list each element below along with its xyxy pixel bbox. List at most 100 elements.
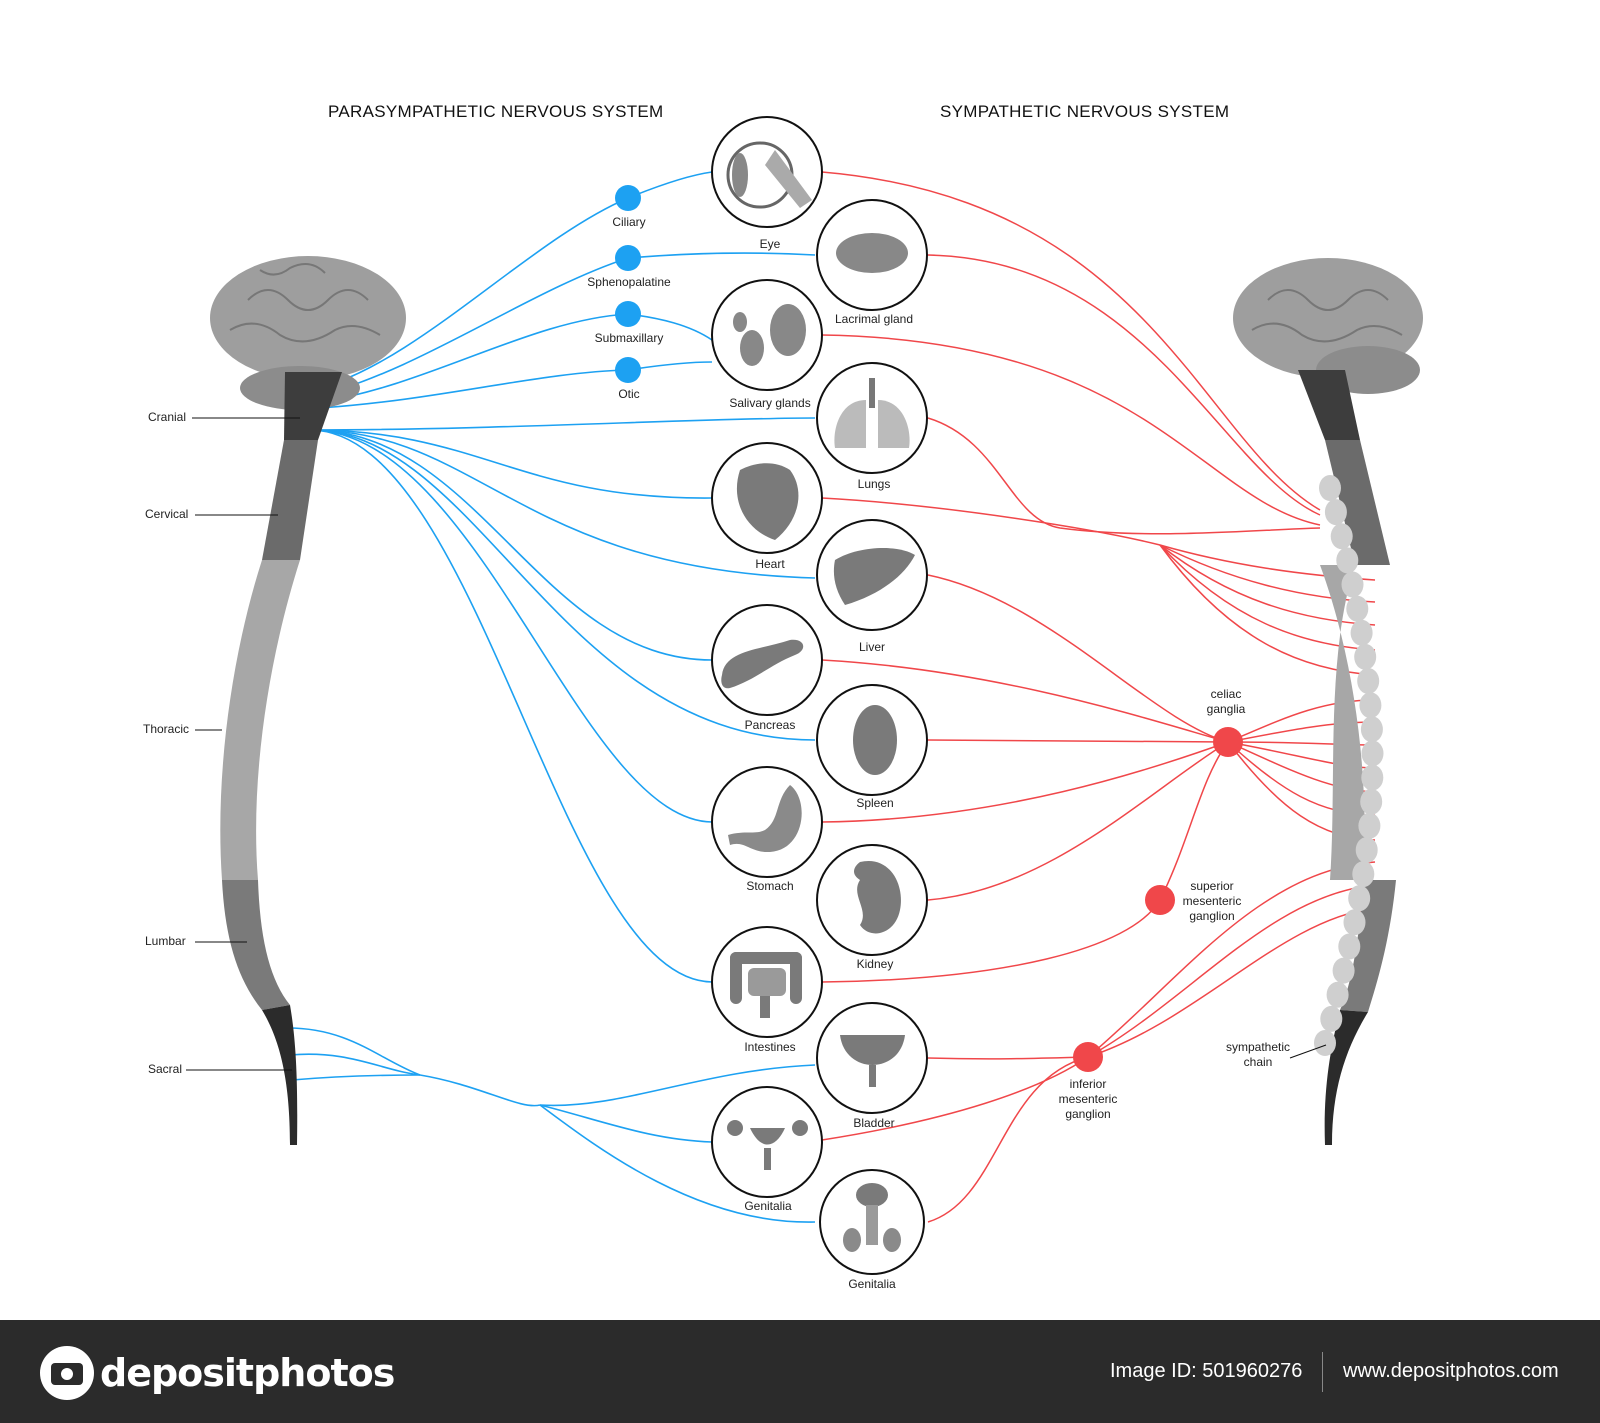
site-url[interactable]: www.depositphotos.com bbox=[1343, 1360, 1559, 1382]
chain-ganglion bbox=[1348, 885, 1371, 912]
sympathetic-ganglia: celiac ganglia superior mesenteric gangl… bbox=[1059, 687, 1246, 1121]
region-label-lumbar: Lumbar bbox=[145, 934, 186, 948]
chain-ganglion bbox=[1357, 668, 1380, 694]
chain-ganglion bbox=[1319, 475, 1341, 501]
parasympathetic-nerves bbox=[287, 171, 816, 1223]
image-id: Image ID: 501960276 bbox=[1110, 1360, 1303, 1382]
superior-mesenteric-label-line-1: superior bbox=[1190, 879, 1233, 893]
left-spinal-cord bbox=[220, 372, 342, 1145]
chain-ganglion bbox=[1360, 716, 1383, 743]
celiac-label-line-1: celiac bbox=[1211, 687, 1242, 701]
camera-icon bbox=[40, 1346, 94, 1400]
chain-ganglion bbox=[1346, 595, 1369, 622]
footer-bar: depositphotos Image ID: 501960276 www.de… bbox=[0, 1320, 1600, 1423]
organ-intestines: Intestines bbox=[711, 926, 823, 1054]
uterus-icon bbox=[750, 1128, 785, 1145]
organs: Eye Lacrimal gland Salivary glands bbox=[711, 116, 928, 1291]
organ-kidney: Kidney bbox=[816, 844, 928, 971]
organ-label-stomach: Stomach bbox=[746, 879, 793, 893]
organ-label-intestines: Intestines bbox=[744, 1040, 795, 1054]
organ-label-kidney: Kidney bbox=[857, 957, 894, 971]
lacrimal-gland-icon bbox=[836, 233, 908, 273]
ganglion-label-submaxillary: Submaxillary bbox=[595, 331, 664, 345]
organ-label-liver: Liver bbox=[859, 640, 885, 654]
inferior-mesenteric-label-line-3: ganglion bbox=[1065, 1107, 1110, 1121]
chain-ganglion bbox=[1350, 619, 1373, 646]
bladder-icon bbox=[840, 1035, 905, 1065]
salivary-glands-icon bbox=[733, 304, 806, 366]
chain-ganglion bbox=[1341, 571, 1364, 598]
chain-ganglion bbox=[1354, 643, 1377, 670]
celiac-ganglia-node bbox=[1213, 727, 1243, 757]
superior-mesenteric-label-line-3: ganglion bbox=[1189, 909, 1234, 923]
eye-icon bbox=[726, 141, 812, 209]
ganglion-label-ciliary: Ciliary bbox=[612, 215, 645, 229]
superior-mesenteric-label-line-2: mesenteric bbox=[1183, 894, 1242, 908]
chain-ganglion bbox=[1326, 981, 1349, 1008]
liver-icon bbox=[833, 548, 915, 605]
organ-bladder: Bladder bbox=[816, 1002, 928, 1130]
nervous-system-diagram: PARASYMPATHETIC NERVOUS SYSTEM SYMPATHET… bbox=[143, 102, 1423, 1291]
chain-ganglion bbox=[1361, 764, 1384, 791]
region-label-thoracic: Thoracic bbox=[143, 722, 189, 736]
superior-mesenteric-ganglion-node bbox=[1145, 885, 1175, 915]
organ-pancreas: Pancreas bbox=[711, 604, 823, 732]
organ-label-eye: Eye bbox=[760, 237, 781, 251]
intestines-icon bbox=[730, 952, 802, 1018]
chain-ganglion bbox=[1355, 837, 1378, 863]
ganglion-sphenopalatine bbox=[615, 245, 641, 271]
organ-lacrimal-gland: Lacrimal gland bbox=[816, 199, 928, 326]
chain-ganglion bbox=[1314, 1030, 1336, 1056]
lungs-icon bbox=[834, 378, 910, 448]
region-label-cranial: Cranial bbox=[148, 410, 186, 424]
male-genitalia-icon bbox=[843, 1183, 901, 1252]
organ-label-lacrimal-gland: Lacrimal gland bbox=[835, 312, 913, 326]
organ-label-genitalia-male: Genitalia bbox=[848, 1277, 896, 1291]
organ-label-genitalia-female: Genitalia bbox=[744, 1199, 792, 1213]
sympathetic-chain-label-line-1: sympathetic bbox=[1226, 1040, 1290, 1054]
parasympathetic-ganglia: Ciliary Sphenopalatine Submaxillary Otic bbox=[587, 185, 671, 401]
organ-eye: Eye bbox=[711, 116, 823, 251]
chain-ganglion bbox=[1332, 957, 1355, 984]
celiac-label-line-2: ganglia bbox=[1207, 702, 1246, 716]
chain-ganglion bbox=[1352, 861, 1375, 888]
ganglion-label-sphenopalatine: Sphenopalatine bbox=[587, 275, 671, 289]
chain-ganglion bbox=[1361, 740, 1384, 767]
ganglion-ciliary bbox=[615, 185, 641, 211]
region-label-cervical: Cervical bbox=[145, 507, 188, 521]
region-label-sacral: Sacral bbox=[148, 1062, 182, 1076]
organ-stomach: Stomach bbox=[711, 766, 823, 893]
organ-spleen: Spleen bbox=[816, 684, 928, 810]
organ-heart: Heart bbox=[711, 442, 823, 571]
sympathetic-chain-label-line-2: chain bbox=[1244, 1055, 1273, 1069]
depositphotos-logo[interactable]: depositphotos bbox=[40, 1346, 395, 1400]
chain-ganglion bbox=[1330, 523, 1353, 550]
organ-label-pancreas: Pancreas bbox=[745, 718, 796, 732]
inferior-mesenteric-ganglion-node bbox=[1073, 1042, 1103, 1072]
inferior-mesenteric-label-line-2: mesenteric bbox=[1059, 1092, 1118, 1106]
chain-ganglion bbox=[1320, 1005, 1343, 1032]
organ-label-spleen: Spleen bbox=[856, 796, 893, 810]
organ-label-bladder: Bladder bbox=[853, 1116, 894, 1130]
organ-salivary-glands: Salivary glands bbox=[711, 279, 823, 410]
heart-icon bbox=[736, 463, 799, 540]
organ-label-salivary-glands: Salivary glands bbox=[729, 396, 810, 410]
footer-divider bbox=[1322, 1352, 1323, 1392]
kidney-icon bbox=[854, 860, 901, 934]
organ-liver: Liver bbox=[816, 519, 928, 654]
parasympathetic-heading: PARASYMPATHETIC NERVOUS SYSTEM bbox=[328, 102, 664, 121]
inferior-mesenteric-label-line-1: inferior bbox=[1070, 1077, 1107, 1091]
organ-lungs: Lungs bbox=[816, 362, 928, 491]
pancreas-icon bbox=[721, 639, 804, 689]
spleen-icon bbox=[853, 705, 897, 775]
organ-label-heart: Heart bbox=[755, 557, 785, 571]
chain-ganglion bbox=[1338, 933, 1361, 960]
chain-ganglion bbox=[1343, 909, 1366, 936]
logo-text: depositphotos bbox=[100, 1351, 395, 1395]
spine-region-labels: Cranial Cervical Thoracic Lumbar Sacral bbox=[143, 410, 300, 1076]
organ-genitalia-male: Genitalia bbox=[819, 1169, 925, 1291]
chain-ganglion bbox=[1359, 692, 1382, 719]
sympathetic-chain bbox=[1314, 475, 1384, 1056]
chain-ganglion bbox=[1360, 788, 1383, 815]
sympathetic-nerves bbox=[821, 171, 1376, 1223]
